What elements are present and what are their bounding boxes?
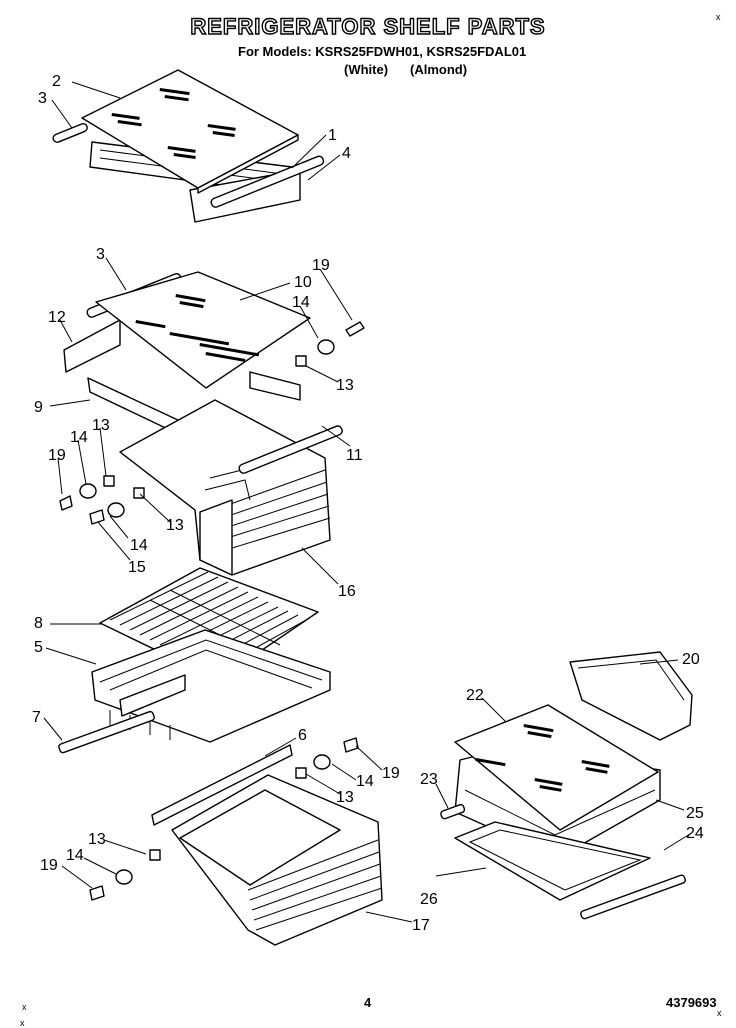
spacer-13d [295, 767, 307, 779]
crisper-drawer-16 [119, 399, 331, 576]
callout-25: 25 [686, 805, 704, 822]
screw-19c [343, 737, 359, 753]
callout-16: 16 [338, 583, 356, 600]
callout-7: 7 [32, 709, 41, 726]
callout-26: 26 [420, 891, 438, 908]
slide-frame-26 [454, 821, 651, 901]
callout-19: 19 [382, 765, 400, 782]
middle-shelf-assembly [59, 271, 365, 576]
trim-strip-11 [238, 425, 343, 474]
cover-frame-6 [151, 744, 293, 826]
right-shelf-assembly [440, 651, 693, 920]
trim-strip-3a [52, 123, 88, 143]
page-number: 4 [364, 995, 372, 1010]
callout-8: 8 [34, 615, 43, 632]
door-bin-20 [569, 651, 693, 741]
callout-13: 13 [166, 517, 184, 534]
callout-15: 15 [128, 559, 146, 576]
callout-23: 23 [420, 771, 438, 788]
trim-24 [580, 874, 686, 920]
corner-mark: x [20, 1018, 25, 1028]
rail-7 [58, 710, 155, 754]
variant-almond: (Almond) [410, 62, 468, 77]
model-numbers: For Models: KSRS25FDWH01, KSRS25FDAL01 [238, 44, 527, 59]
trim-23 [440, 803, 466, 820]
roller-14a [317, 339, 335, 355]
top-shelf-assembly [52, 69, 325, 223]
callout-14: 14 [356, 773, 374, 790]
lower-shelf-assembly [58, 567, 331, 754]
page-title: REFRIGERATOR SHELF PARTS [190, 13, 546, 39]
spacer-13c [133, 487, 145, 499]
callout-19: 19 [48, 447, 66, 464]
screw-19a [345, 321, 365, 337]
roller-14d [313, 754, 331, 770]
callout-11: 11 [346, 447, 363, 464]
callout-6: 6 [298, 727, 307, 744]
callout-3: 3 [96, 246, 105, 263]
callout-labels: 1 2 3 3 4 5 6 7 8 9 10 11 12 13 13 13 13… [32, 73, 704, 934]
callout-3: 3 [38, 90, 47, 107]
corner-mark: x [717, 1008, 722, 1018]
callout-5: 5 [34, 639, 43, 656]
callout-13: 13 [92, 417, 110, 434]
roller-14c [107, 502, 125, 518]
screw-19b [59, 495, 73, 511]
document-number: 4379693 [666, 995, 717, 1010]
glass-shelf-22 [454, 704, 659, 831]
roller-14e [115, 869, 133, 885]
callout-4: 4 [342, 145, 351, 162]
corner-mark: x [22, 1002, 27, 1012]
callout-19: 19 [40, 857, 58, 874]
callout-24: 24 [686, 825, 704, 842]
screw-15 [89, 509, 105, 525]
spacer-13a [295, 355, 307, 367]
callout-14: 14 [66, 847, 84, 864]
callout-13: 13 [336, 789, 354, 806]
callout-14: 14 [292, 294, 310, 311]
callout-1: 1 [328, 127, 337, 144]
callout-17: 17 [412, 917, 430, 934]
callout-9: 9 [34, 399, 43, 416]
callout-12: 12 [48, 309, 66, 326]
callout-10: 10 [294, 274, 312, 291]
callout-20: 20 [682, 651, 700, 668]
callout-13: 13 [88, 831, 106, 848]
spacer-13b [103, 475, 115, 487]
spacer-13e [149, 849, 161, 861]
bottom-drawer-assembly [89, 737, 383, 946]
corner-mark: x [716, 12, 721, 22]
trim-strip-4 [210, 155, 325, 208]
screw-19d [89, 885, 105, 901]
variant-white: (White) [344, 62, 389, 77]
callout-22: 22 [466, 687, 484, 704]
callout-14: 14 [70, 429, 88, 446]
callout-2: 2 [52, 73, 61, 90]
roller-14b [79, 483, 97, 499]
callout-14: 14 [130, 537, 148, 554]
leader-lines [43, 81, 691, 923]
callout-13: 13 [336, 377, 354, 394]
shelf-bracket-12 [63, 319, 121, 373]
callout-19: 19 [312, 257, 330, 274]
glass-shelf-10 [95, 271, 311, 389]
